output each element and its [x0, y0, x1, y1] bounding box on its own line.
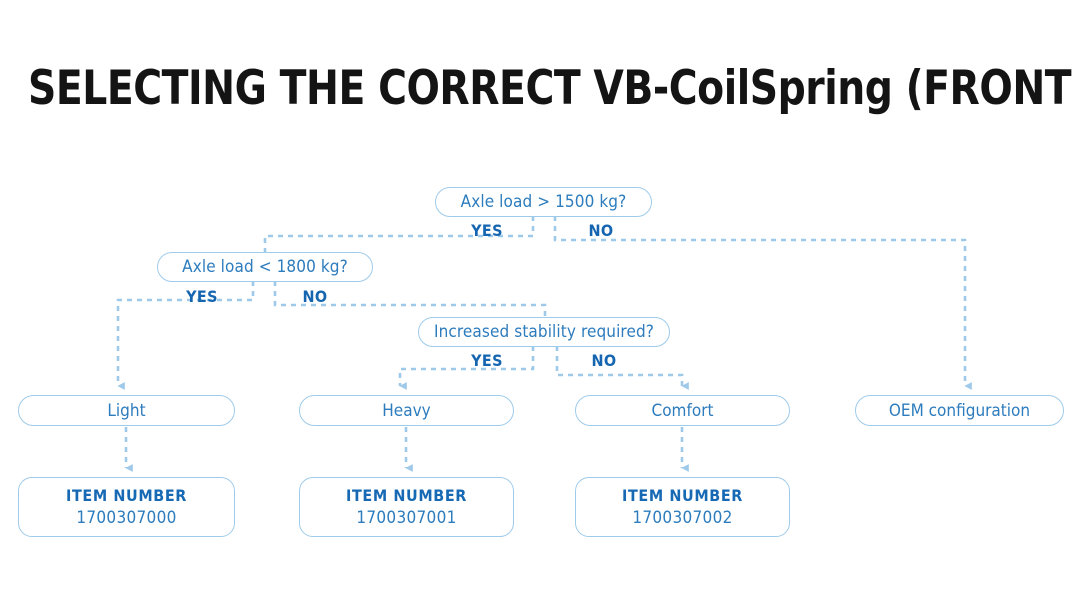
item-number-box-comfort[interactable]: ITEM NUMBER 1700307002: [575, 477, 790, 537]
page-title: SELECTING THE CORRECT VB-CoilSpring (FRO…: [28, 61, 1080, 116]
branch-label-d2-no: NO: [302, 287, 328, 306]
result-box-heavy[interactable]: Heavy: [299, 395, 514, 426]
item-number-label: ITEM NUMBER: [622, 486, 743, 505]
edge-d3-yes-to-heavy: [398, 346, 535, 390]
branch-label-d2-yes: YES: [186, 287, 218, 306]
item-number-box-heavy[interactable]: ITEM NUMBER 1700307001: [299, 477, 514, 537]
branch-label-d1-yes: YES: [471, 221, 503, 240]
item-number-value: 1700307001: [356, 508, 457, 528]
item-number-value: 1700307002: [632, 508, 733, 528]
branch-label-d1-no: NO: [588, 221, 614, 240]
branch-label-d3-no: NO: [591, 351, 617, 370]
item-number-box-light[interactable]: ITEM NUMBER 1700307000: [18, 477, 235, 537]
item-number-label: ITEM NUMBER: [66, 486, 187, 505]
decision-node-axle-load-gt-1500[interactable]: Axle load > 1500 kg?: [435, 187, 652, 217]
result-box-oem-configuration[interactable]: OEM configuration: [855, 395, 1064, 426]
edge-d3-no-to-comfort: [555, 346, 689, 390]
decision-node-axle-load-lt-1800[interactable]: Axle load < 1800 kg?: [157, 252, 373, 282]
item-number-value: 1700307000: [76, 508, 177, 528]
item-number-label: ITEM NUMBER: [346, 486, 467, 505]
decision-node-increased-stability[interactable]: Increased stability required?: [418, 317, 670, 347]
result-box-comfort[interactable]: Comfort: [575, 395, 790, 426]
result-box-light[interactable]: Light: [18, 395, 235, 426]
branch-label-d3-yes: YES: [471, 351, 503, 370]
